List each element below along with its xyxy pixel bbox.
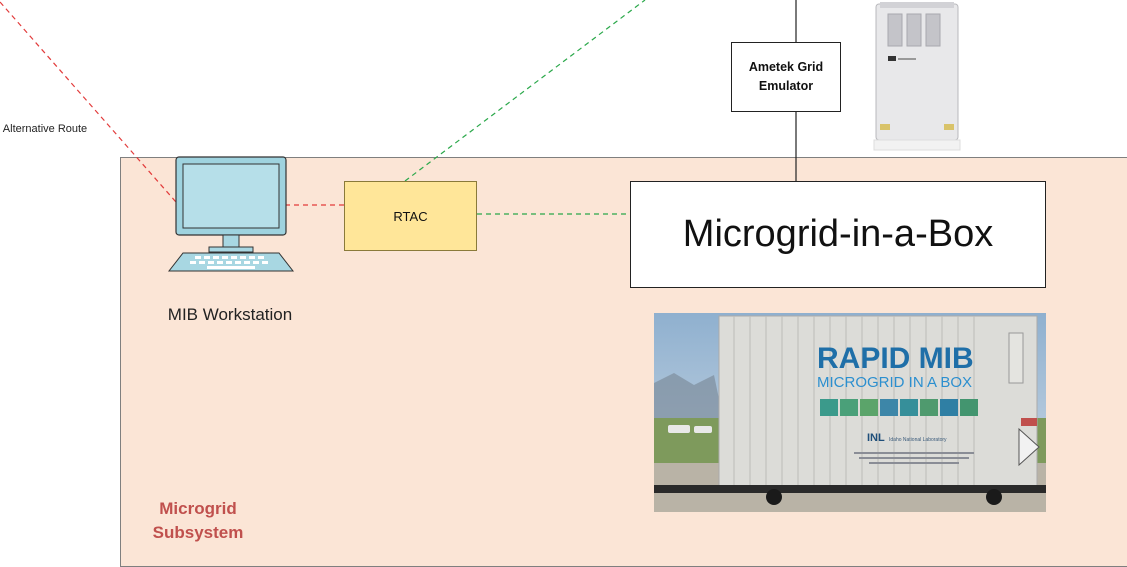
alternative-route-red-dashed-line xyxy=(0,1,184,211)
ametek-grid-emulator-box: Ametek Grid Emulator xyxy=(731,42,841,112)
parked-vehicles xyxy=(668,425,712,433)
photo-subtitle: MICROGRID IN A BOX xyxy=(817,374,972,391)
rtac-box: RTAC xyxy=(344,181,477,251)
energy-icon-row xyxy=(820,399,978,416)
microgrid-subsystem-label: Microgrid Subsystem xyxy=(152,499,244,542)
grid-emulator-cabinet-image xyxy=(873,2,961,151)
mib-workstation-label: MIB Workstation xyxy=(167,305,293,324)
rapid-mib-container-photo: RAPID MIB MICROGRID IN A BOX INL Idaho N… xyxy=(654,313,1046,512)
photo-title: RAPID MIB xyxy=(817,342,974,375)
photo-logo: INL xyxy=(867,432,885,444)
photo-logo-subtext: Idaho National Laboratory xyxy=(889,437,947,443)
microgrid-in-a-box: Microgrid-in-a-Box xyxy=(630,181,1046,288)
workstation-computer-icon xyxy=(167,156,295,272)
rtac-uplink-green-dashed-line xyxy=(404,0,646,182)
connection-lines xyxy=(0,0,797,215)
alternative-route-label: Alternative Route xyxy=(2,123,88,135)
